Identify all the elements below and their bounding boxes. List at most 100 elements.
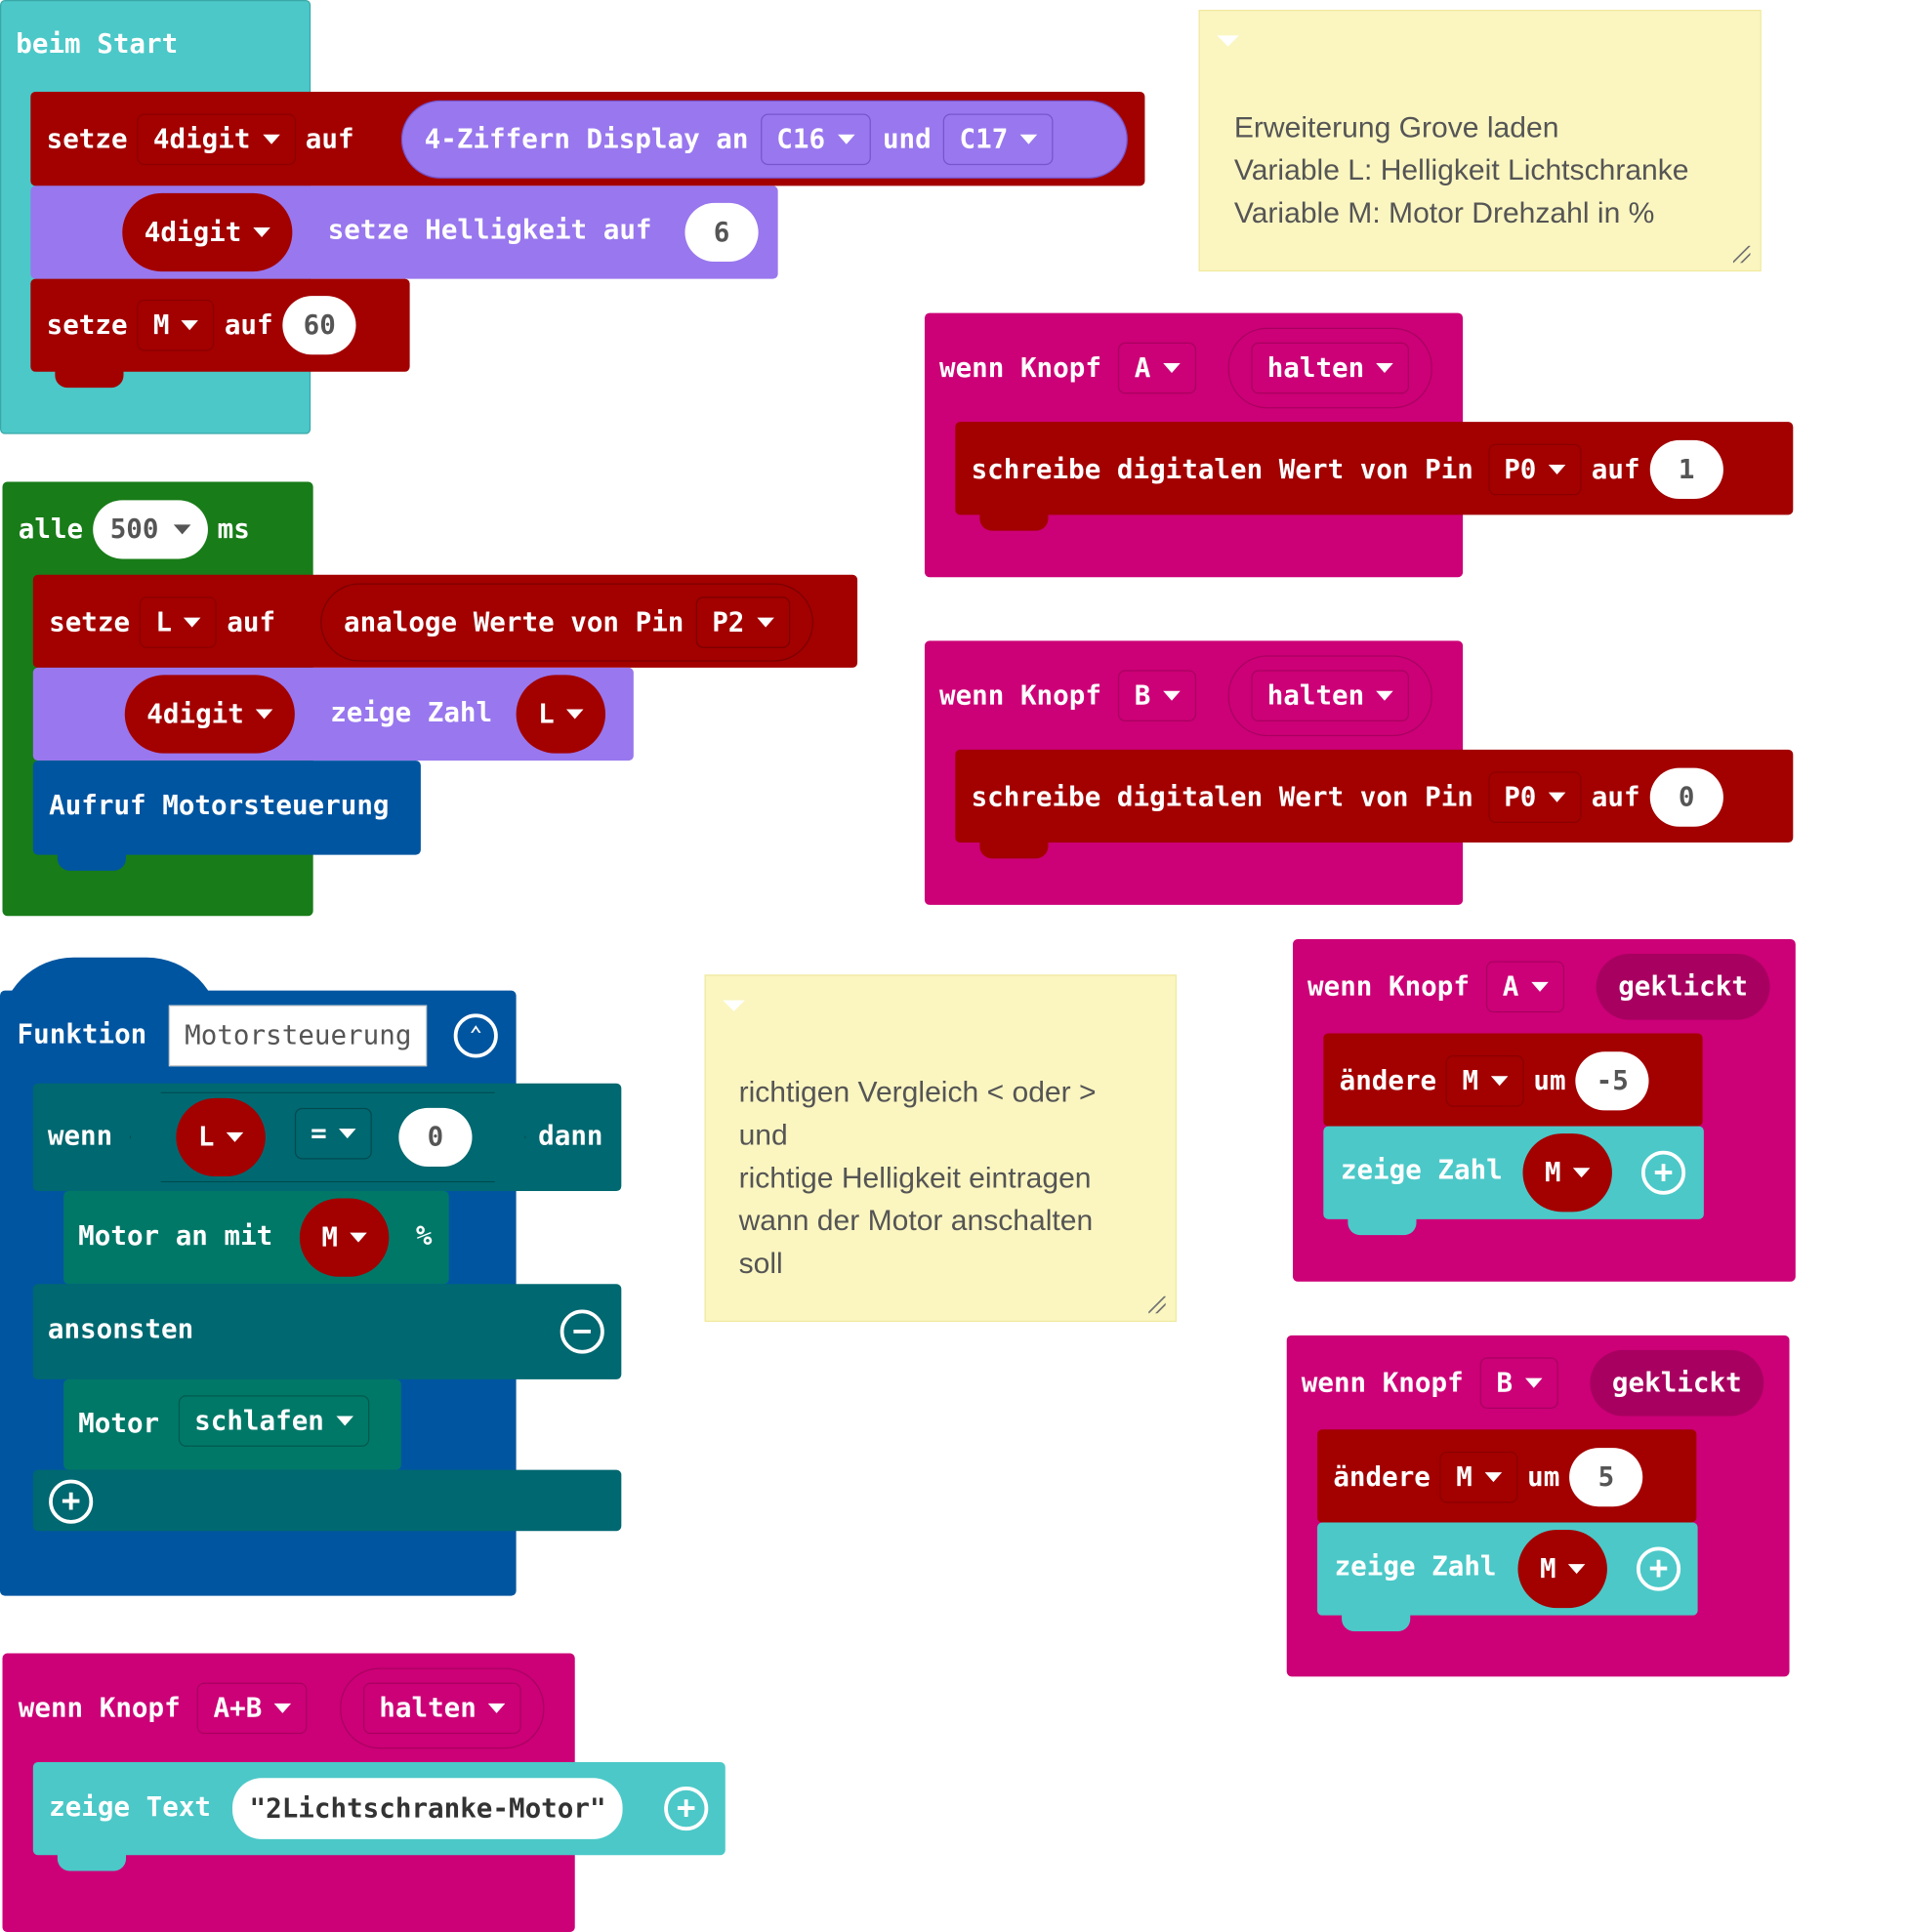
- if-footer: [32, 1469, 622, 1532]
- variable-dropdown-m[interactable]: M: [1446, 1054, 1524, 1107]
- gesture-event-reporter[interactable]: halten: [340, 1667, 546, 1749]
- variable-reporter-m[interactable]: M: [299, 1198, 390, 1277]
- chevron-down-icon: [1548, 792, 1566, 802]
- show-number-label: zeige Zahl: [1334, 1551, 1497, 1583]
- event-dropdown-halten[interactable]: halten: [363, 1682, 522, 1735]
- ms-label: ms: [217, 514, 250, 546]
- event-dropdown-halten[interactable]: halten: [1251, 670, 1410, 722]
- gesture-event-reporter[interactable]: halten: [1227, 327, 1433, 409]
- event-dropdown-geklickt[interactable]: geklickt: [1596, 954, 1770, 1020]
- alle-label: alle: [18, 514, 84, 546]
- show-text-label: zeige Text: [49, 1792, 212, 1824]
- motor-mode-dropdown[interactable]: schlafen: [178, 1395, 370, 1447]
- when-button-label: wenn Knopf: [18, 1693, 181, 1724]
- chevron-down-icon: [566, 709, 584, 719]
- pin-dropdown-p2[interactable]: P2: [695, 596, 790, 648]
- show-number-block[interactable]: [1323, 1126, 1704, 1219]
- variable-reporter-m[interactable]: M: [1522, 1133, 1613, 1213]
- compare-value-input[interactable]: 0: [398, 1107, 473, 1167]
- gesture-event-reporter[interactable]: halten: [1227, 655, 1433, 737]
- chevron-down-icon: [1162, 690, 1181, 701]
- variable-reporter-4digit[interactable]: 4digit: [122, 192, 293, 272]
- change-value-input[interactable]: 5: [1569, 1448, 1643, 1507]
- chevron-down-icon: [1376, 363, 1394, 374]
- digital-value-input[interactable]: 0: [1649, 767, 1723, 827]
- block-notch: [979, 514, 1049, 531]
- button-dropdown-a[interactable]: A: [1486, 961, 1564, 1013]
- chevron-down-icon: [227, 1131, 244, 1142]
- variable-reporter-m[interactable]: M: [1517, 1530, 1608, 1609]
- else-section[interactable]: [32, 1284, 622, 1379]
- digital-value-input[interactable]: 1: [1649, 439, 1723, 500]
- pin-dropdown-p0[interactable]: P0: [1487, 771, 1582, 823]
- button-dropdown-a[interactable]: A: [1118, 342, 1196, 394]
- chevron-down-icon: [1548, 464, 1566, 475]
- block-notch: [979, 841, 1049, 859]
- brightness-input[interactable]: 6: [684, 202, 759, 263]
- variable-reporter-l[interactable]: L: [176, 1097, 267, 1177]
- note-line: richtige Helligkeit eintragen: [738, 1161, 1092, 1195]
- note-line: richtigen Vergleich < oder >: [738, 1076, 1097, 1110]
- then-keyword: dann: [538, 1121, 603, 1152]
- chevron-down-icon: [1524, 1377, 1543, 1388]
- change-var-row: ändere M um -5: [1340, 1049, 1649, 1113]
- set-m-row: setze M auf 60: [47, 294, 356, 357]
- chevron-down-icon: [1376, 690, 1394, 701]
- remove-else-minus-icon[interactable]: −: [560, 1309, 604, 1354]
- add-else-plus-icon[interactable]: +: [49, 1479, 94, 1524]
- chevron-down-icon: [1573, 1168, 1591, 1178]
- call-function-block[interactable]: [32, 760, 421, 855]
- block-notch: [55, 370, 124, 389]
- resize-grip-icon[interactable]: [1732, 245, 1751, 264]
- add-plus-icon[interactable]: +: [1640, 1150, 1686, 1195]
- chevron-down-icon: [756, 617, 774, 628]
- analog-read-reporter[interactable]: analoge Werte von Pin P2: [320, 583, 813, 662]
- collapse-chevron-up-icon[interactable]: ⌃: [453, 1013, 498, 1058]
- interval-dropdown[interactable]: 500: [93, 500, 208, 559]
- variable-dropdown-l[interactable]: L: [140, 596, 218, 648]
- block-notch: [57, 853, 127, 871]
- auf-label: auf: [1591, 454, 1640, 485]
- button-a-hold-row: wenn Knopf A: [939, 338, 1196, 399]
- collapse-triangle-icon[interactable]: [723, 1000, 745, 1011]
- chevron-down-icon: [262, 134, 280, 144]
- resize-grip-icon[interactable]: [1148, 1295, 1166, 1314]
- add-plus-icon[interactable]: +: [664, 1787, 709, 1831]
- m-value-input[interactable]: 60: [282, 296, 356, 355]
- variable-dropdown-m[interactable]: M: [1439, 1451, 1518, 1503]
- text-input[interactable]: "2Lichtschranke-Motor": [231, 1778, 624, 1839]
- collapse-triangle-icon[interactable]: [1217, 35, 1239, 47]
- pin-dropdown-dio[interactable]: C17: [943, 113, 1054, 166]
- event-dropdown-geklickt[interactable]: geklickt: [1590, 1349, 1764, 1417]
- button-a-click-row: wenn Knopf A: [1307, 957, 1564, 1018]
- function-name-field[interactable]: Motorsteuerung: [168, 1005, 428, 1067]
- variable-reporter-4digit[interactable]: 4digit: [124, 675, 296, 754]
- display-init-reporter[interactable]: 4-Ziffern Display an C16 und C17: [400, 100, 1128, 179]
- every-row: alle 500 ms: [19, 499, 250, 560]
- variable-dropdown-4digit[interactable]: 4digit: [137, 113, 296, 166]
- operator-dropdown[interactable]: =: [294, 1107, 373, 1160]
- note-line: soll: [738, 1247, 783, 1281]
- pin-dropdown-clk[interactable]: C16: [760, 113, 871, 166]
- motor-label: Motor: [78, 1408, 160, 1440]
- comment-note-2[interactable]: richtigen Vergleich < oder > und richtig…: [704, 974, 1178, 1323]
- chevron-down-icon: [273, 1703, 292, 1713]
- on-start-title: beim Start: [16, 29, 179, 61]
- else-keyword: ansonsten: [47, 1314, 194, 1345]
- show-number-block[interactable]: [1317, 1522, 1698, 1616]
- pin-dropdown-p0[interactable]: P0: [1487, 443, 1582, 496]
- show-number-label: zeige Zahl: [1340, 1155, 1503, 1187]
- comment-note-1[interactable]: Erweiterung Grove laden Variable L: Hell…: [1198, 10, 1762, 272]
- variable-reporter-l[interactable]: L: [516, 675, 606, 754]
- change-value-input[interactable]: -5: [1575, 1051, 1649, 1111]
- button-dropdown-ab[interactable]: A+B: [197, 1682, 308, 1735]
- display-label: 4-Ziffern Display an: [424, 124, 749, 155]
- variable-dropdown-m[interactable]: M: [137, 299, 215, 351]
- chevron-down-icon: [350, 1232, 368, 1243]
- chevron-down-icon: [488, 1703, 506, 1713]
- button-dropdown-b[interactable]: B: [1480, 1357, 1558, 1409]
- event-dropdown-halten[interactable]: halten: [1251, 342, 1410, 394]
- chevron-down-icon: [253, 226, 271, 238]
- add-plus-icon[interactable]: +: [1636, 1546, 1681, 1591]
- button-dropdown-b[interactable]: B: [1118, 670, 1196, 722]
